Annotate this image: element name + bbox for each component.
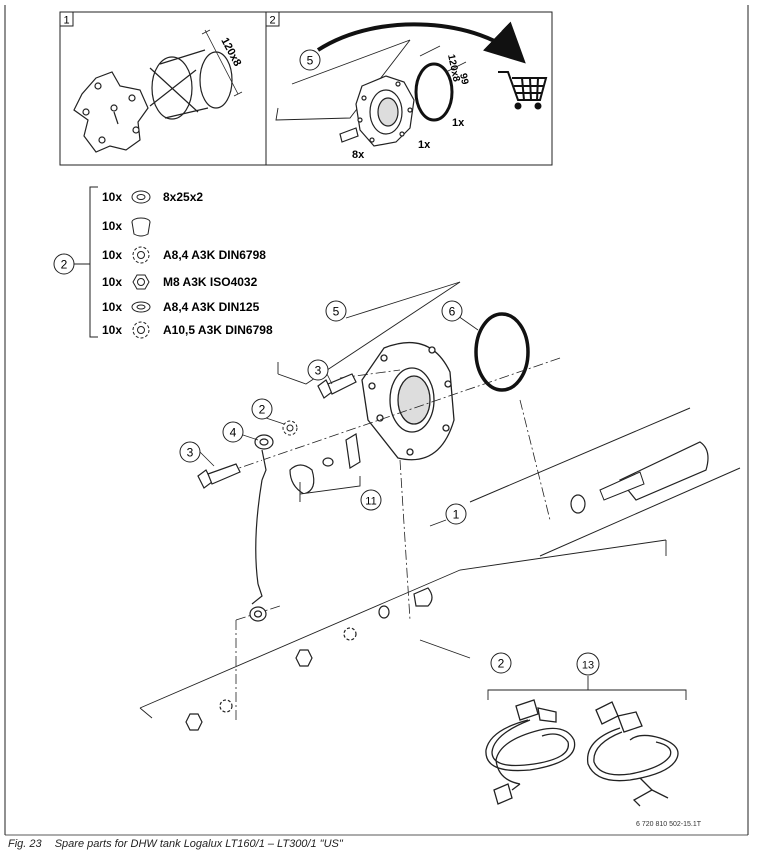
svg-text:11: 11	[365, 496, 376, 508]
callout-3-lower: 3	[179, 441, 201, 463]
svg-text:2: 2	[61, 258, 68, 272]
callout-4: 4	[222, 421, 244, 443]
main-gasket	[474, 312, 530, 392]
lower-bolt	[197, 463, 241, 489]
panel-1-tag: 1	[63, 15, 69, 27]
svg-text:M8 A3K ISO4032: M8 A3K ISO4032	[163, 275, 258, 289]
svg-text:10x: 10x	[102, 323, 122, 337]
callout-2-bottom: 2	[490, 652, 512, 674]
svg-text:5: 5	[333, 305, 340, 319]
svg-text:A10,5 A3K DIN6798: A10,5 A3K DIN6798	[163, 323, 273, 337]
svg-text:4: 4	[230, 426, 237, 440]
callout-3-upper: 3	[307, 359, 329, 381]
qty-bolts: 8x	[352, 149, 365, 161]
panel-2-dimension-line2: 99	[457, 72, 470, 86]
callout-1: 1	[445, 503, 467, 525]
svg-text:A8,4 A3K DIN6798: A8,4 A3K DIN6798	[163, 248, 266, 262]
hex-nut-icon	[132, 274, 150, 290]
callout-13: 13	[576, 652, 600, 676]
lock-washer-icon	[132, 321, 150, 339]
gasket-ring	[414, 62, 454, 122]
wing-nut-assembly	[289, 433, 361, 502]
svg-text:10x: 10x	[102, 300, 122, 314]
svg-text:10x: 10x	[102, 275, 122, 289]
svg-text:13: 13	[582, 660, 594, 672]
svg-text:2: 2	[498, 657, 505, 671]
main-flange	[361, 341, 455, 461]
sensor-cable-right	[586, 701, 679, 807]
svg-text:A8,4 A3K DIN125: A8,4 A3K DIN125	[163, 300, 260, 314]
callout-2-list: 2	[53, 253, 75, 275]
svg-text:10x: 10x	[102, 219, 122, 233]
parts-list-row: 10x A8,4 A3K DIN125	[102, 300, 260, 314]
parts-list-row: 10x M8 A3K ISO4032	[102, 274, 258, 290]
washer-icon	[131, 190, 151, 204]
sleeve-cylinder	[149, 29, 243, 120]
parts-list-row: 10x 8x25x2	[102, 190, 203, 204]
upper-bolt	[317, 373, 357, 399]
qty-flange: 1x	[418, 139, 431, 151]
parts-list-row: 10x A10,5 A3K DIN6798	[102, 321, 273, 339]
panel-1: 1 120x8	[59, 11, 267, 166]
svg-text:10x: 10x	[102, 248, 122, 262]
parts-list-row: 10x A8,4 A3K DIN6798	[102, 246, 266, 264]
parts-list: 2 10x 8x25x2 10x 10x A8,4 A3K DIN6798 10…	[53, 186, 273, 339]
sensor-cable-left	[485, 699, 576, 805]
flat-washer-icon	[131, 301, 151, 313]
callout-6: 6	[441, 300, 463, 322]
flange-assembly	[339, 75, 415, 147]
order-arrow	[316, 21, 526, 64]
svg-text:8x25x2: 8x25x2	[163, 190, 203, 204]
lock-washer-icon	[132, 246, 150, 264]
callout-5-mid: 5	[325, 300, 347, 322]
svg-text:2: 2	[259, 403, 266, 417]
panel-2-tag: 2	[269, 15, 275, 27]
shopping-cart-icon	[498, 71, 548, 110]
sensor-cable-kit: 13	[485, 652, 687, 807]
callout-2-small: 2	[251, 398, 273, 420]
svg-text:6: 6	[449, 305, 456, 319]
bottom-fastener-row	[185, 587, 433, 731]
callout-5-top: 5	[299, 49, 321, 71]
panel-2: 2 5 120x8 99 1x 1x 8x	[265, 11, 553, 166]
svg-text:3: 3	[187, 446, 194, 460]
sleeve-icon	[131, 217, 151, 237]
parts-list-row: 10x	[102, 217, 151, 237]
qty-gasket: 1x	[452, 117, 465, 129]
document-number: 6 720 810 502-15.1T	[636, 821, 702, 828]
figure-number: Fig. 23	[8, 838, 42, 850]
exploded-view	[139, 281, 741, 731]
svg-text:5: 5	[307, 54, 314, 68]
ground-cable	[249, 434, 274, 622]
figure-caption-text: Spare parts for DHW tank Logalux LT160/1…	[54, 838, 343, 850]
svg-text:1: 1	[453, 508, 460, 522]
star-flange-plate	[73, 71, 149, 153]
figure-caption: Fig. 23 Spare parts for DHW tank Logalux…	[8, 838, 343, 850]
svg-text:10x: 10x	[102, 190, 122, 204]
callout-11: 11	[360, 489, 382, 511]
svg-text:3: 3	[315, 364, 322, 378]
